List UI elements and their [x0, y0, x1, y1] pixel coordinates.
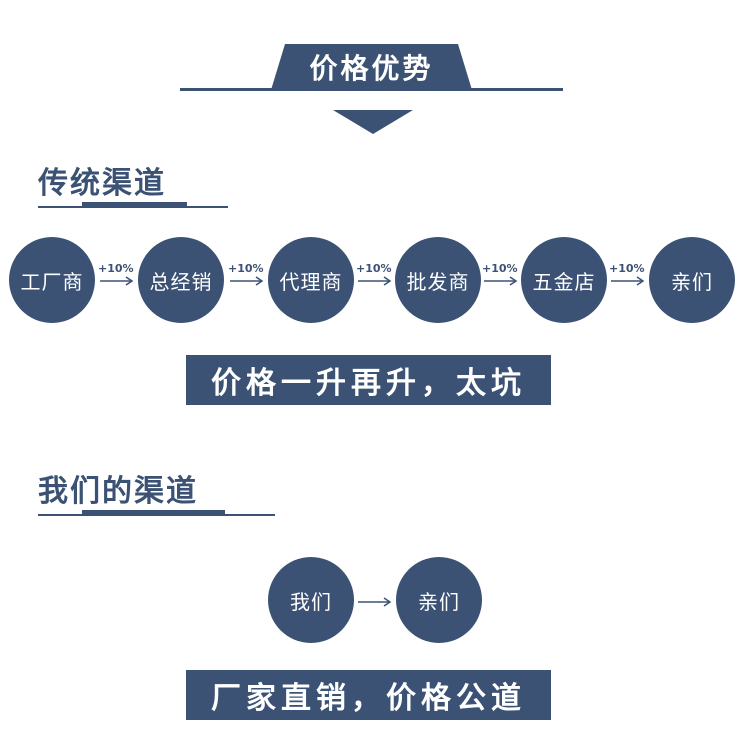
right-arrow-icon: [358, 597, 392, 607]
node-label: 五金店: [532, 269, 596, 294]
markup-label: +10%: [482, 262, 518, 275]
right-arrow-icon: [100, 276, 134, 286]
node-wholesaler: 批发商: [395, 237, 481, 323]
our-banner-text: 厂家直销，价格公道: [211, 681, 526, 716]
direct-arrow: [358, 583, 394, 613]
page-title: 价格优势: [309, 52, 434, 85]
traditional-banner: 价格一升再升，太坑: [186, 355, 551, 405]
node-hardware-store: 五金店: [521, 237, 607, 323]
header-banner: 价格优势: [271, 44, 472, 90]
right-arrow-icon: [230, 276, 264, 286]
markup-label: +10%: [609, 262, 645, 275]
traditional-title-underline: [38, 206, 228, 208]
markup-arrow: +10%: [228, 262, 266, 292]
node-label: 亲们: [418, 589, 460, 614]
our-channel-title: 我们的渠道: [38, 474, 198, 509]
node-us: 我们: [268, 557, 354, 643]
markup-label: +10%: [356, 262, 392, 275]
traditional-channel-title: 传统渠道: [38, 166, 166, 201]
node-agent: 代理商: [268, 237, 354, 323]
right-arrow-icon: [611, 276, 645, 286]
traditional-title-underline-accent: [82, 202, 187, 206]
node-label: 亲们: [671, 269, 713, 294]
node-factory: 工厂商: [9, 237, 95, 323]
node-general-distributor: 总经销: [138, 237, 224, 323]
node-customer: 亲们: [649, 237, 735, 323]
node-label: 总经销: [149, 269, 213, 294]
markup-label: +10%: [98, 262, 134, 275]
markup-arrow: +10%: [609, 262, 647, 292]
our-title-underline-accent: [82, 510, 225, 514]
markup-label: +10%: [228, 262, 264, 275]
right-arrow-icon: [358, 276, 392, 286]
down-arrow-icon: [333, 110, 413, 134]
right-arrow-icon: [484, 276, 518, 286]
traditional-banner-text: 价格一升再升，太坑: [211, 366, 526, 401]
node-label: 工厂商: [20, 269, 84, 294]
markup-arrow: +10%: [482, 262, 520, 292]
node-customer: 亲们: [396, 557, 482, 643]
node-label: 代理商: [279, 269, 343, 294]
node-label: 我们: [290, 589, 332, 614]
markup-arrow: +10%: [98, 262, 136, 292]
our-title-underline: [38, 514, 275, 516]
node-label: 批发商: [406, 269, 470, 294]
markup-arrow: +10%: [356, 262, 394, 292]
our-banner: 厂家直销，价格公道: [186, 670, 551, 720]
